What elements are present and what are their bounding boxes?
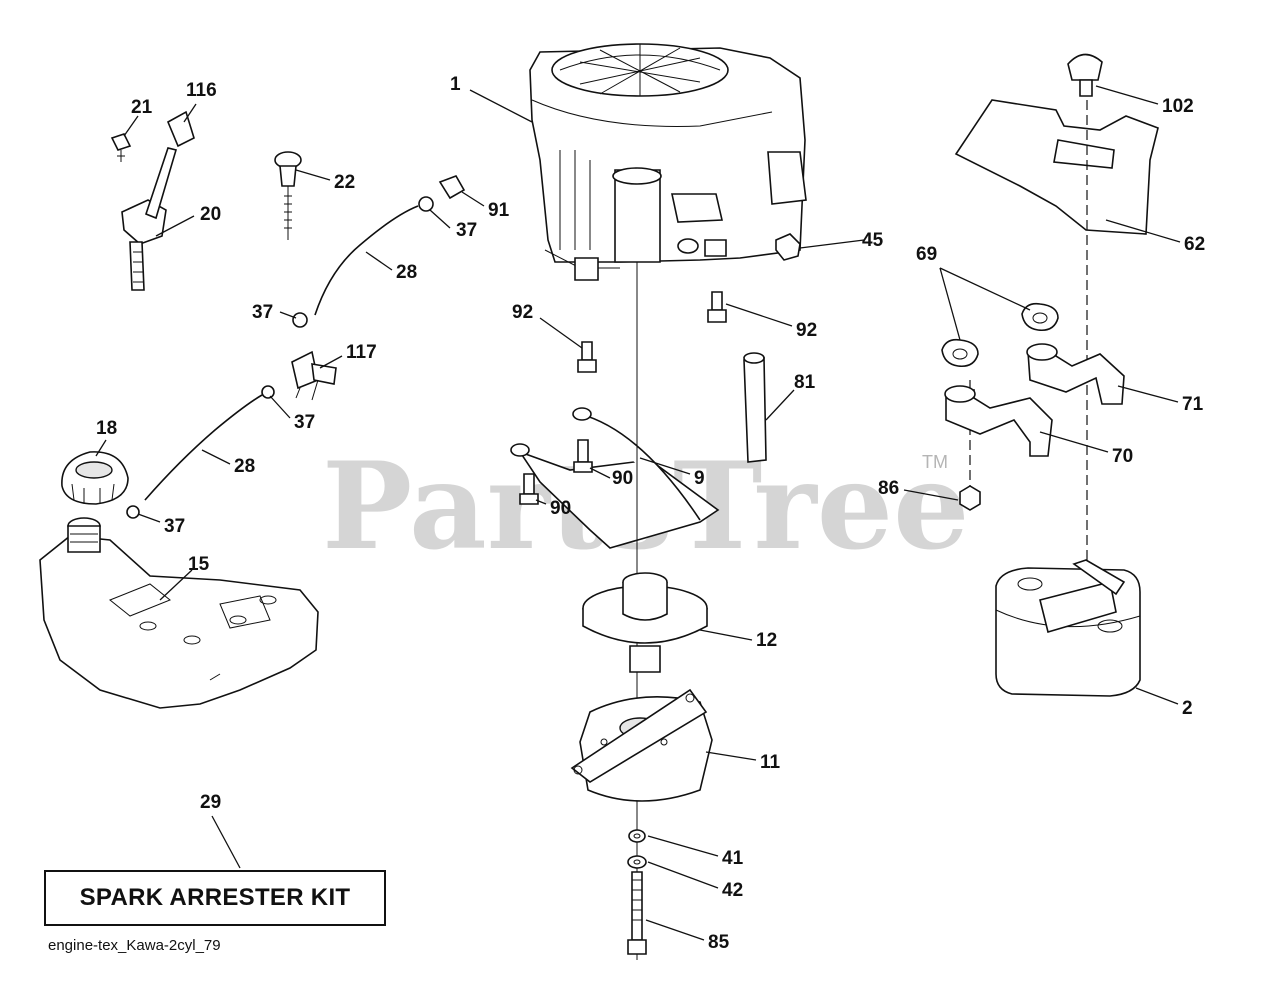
callout-label: 70 (1112, 446, 1133, 467)
washer-part (627, 829, 647, 869)
pto-clutch-part (570, 688, 713, 802)
callout-label: 28 (234, 456, 255, 477)
watermark-trademark: TM (922, 452, 948, 472)
callout-label: 37 (164, 516, 185, 537)
callout-label: 86 (878, 478, 899, 499)
callout-label: 81 (794, 372, 816, 393)
callout-label: 9 (694, 468, 705, 489)
callout-label: 91 (488, 200, 510, 221)
callout-label: 2 (1182, 698, 1193, 719)
mounting-bolt-part (577, 291, 727, 373)
choke-knob-part (274, 151, 302, 240)
fuel-valve-part (291, 350, 337, 401)
callout-label: 22 (334, 172, 355, 193)
exhaust-pipe-part (944, 343, 1125, 457)
callout-label: 71 (1182, 394, 1204, 415)
callout-label: 116 (186, 80, 217, 101)
callout-label: 85 (708, 932, 730, 953)
exhaust-nut-part (959, 485, 981, 511)
nut-part (775, 233, 801, 261)
engine-part (529, 43, 807, 281)
callout-label: 69 (916, 244, 937, 265)
callout-label: 11 (760, 752, 781, 773)
callout-label: 62 (1184, 234, 1205, 255)
fuel-cap-part (61, 451, 129, 505)
callout-label: 21 (131, 97, 153, 118)
callout-label: 28 (396, 262, 417, 283)
dipstick-tube-part (743, 352, 767, 463)
callout-label: 29 (200, 792, 221, 813)
muffler-knob-part (1067, 53, 1103, 97)
callout-label: 41 (722, 848, 744, 869)
callout-label: 92 (512, 302, 533, 323)
clutch-bolt-part (627, 871, 647, 955)
callout-labels: 1 116 21 22 20 91 37 28 37 117 37 28 18 … (96, 74, 1205, 953)
callout-label: 90 (550, 498, 571, 519)
callout-label: 1 (450, 74, 461, 95)
spark-arrester-kit-box: SPARK ARRESTER KIT (44, 870, 386, 926)
callout-label: 45 (862, 230, 884, 251)
callout-label: 15 (188, 554, 210, 575)
fuel-tank-part (39, 517, 319, 709)
callout-label: 18 (96, 418, 117, 439)
callout-label: 102 (1162, 96, 1194, 117)
callout-label: 92 (796, 320, 817, 341)
bracket-part (510, 407, 720, 549)
throttle-control-part (110, 110, 195, 291)
pulley-part (582, 572, 708, 673)
callout-label: 37 (456, 220, 477, 241)
exhaust-gasket-part (941, 302, 1059, 368)
spark-arrester-kit-label: SPARK ARRESTER KIT (79, 884, 351, 911)
callout-label: 20 (200, 204, 221, 225)
callout-label: 42 (722, 880, 743, 901)
muffler-part (995, 559, 1141, 697)
callout-label: 12 (756, 630, 777, 651)
callout-label: 37 (294, 412, 315, 433)
diagram-code: engine-tex_Kawa-2cyl_79 (48, 937, 221, 954)
callout-label: 90 (612, 468, 633, 489)
heat-shield-part (954, 99, 1159, 235)
callout-label: 117 (346, 342, 377, 363)
callout-label: 37 (252, 302, 273, 323)
fuel-line-lower-part (126, 385, 275, 519)
fuel-line-upper-part (292, 175, 466, 328)
leader-lines (95, 85, 1181, 941)
